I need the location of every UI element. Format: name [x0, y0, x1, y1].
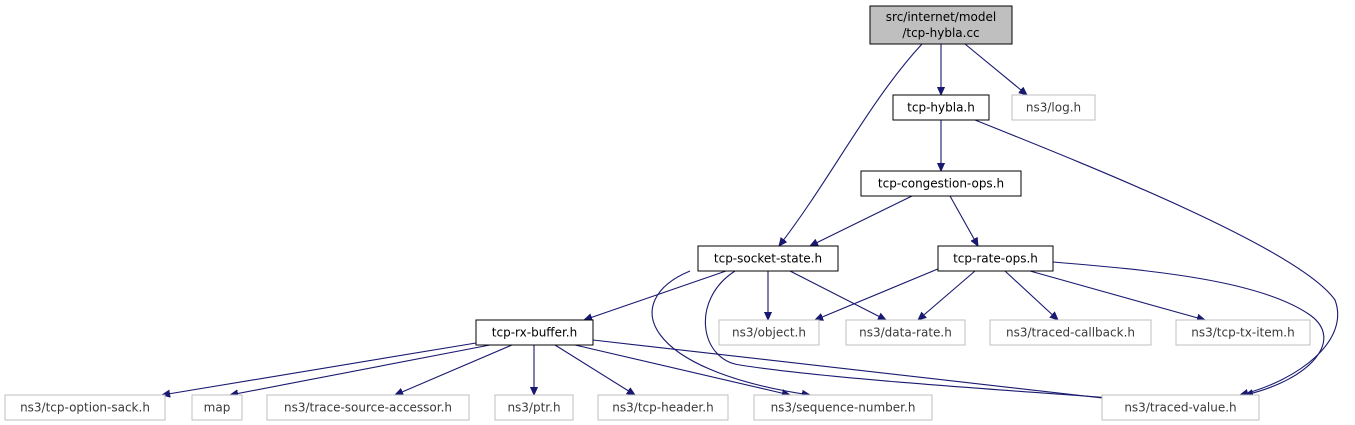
node-ns3-traced-callback-h[interactable]: ns3/traced-callback.h [989, 319, 1152, 346]
edge-tcp-rx-buffer-h-to-map [230, 344, 491, 395]
node-label-line-1: src/internet/model [886, 10, 996, 24]
node-ns3-trace-source-accessor-h[interactable]: ns3/trace-source-accessor.h [266, 394, 470, 421]
node-ns3-tcp-option-sack-h[interactable]: ns3/tcp-option-sack.h [4, 394, 166, 421]
node-label: ns3/sequence-number.h [771, 401, 916, 415]
node-box [1175, 319, 1311, 346]
edge-tcp-rx-buffer-h-to-sequence-number-h [574, 344, 790, 395]
edge-tcp-rx-buffer-h-to-tcp-option-sack-h [162, 342, 477, 395]
edge-tcp-hybla-h-to-traced-value-h [974, 119, 1339, 395]
edge-root-to-log-h [964, 43, 1027, 95]
edge-tcp-rate-ops-h-to-traced-value-h [1052, 261, 1325, 395]
node-ns3-log-h[interactable]: ns3/log.h [1011, 94, 1096, 121]
node-ns3-tcp-header-h[interactable]: ns3/tcp-header.h [597, 394, 729, 421]
node-map[interactable]: map [191, 394, 243, 421]
node-label: ns3/traced-value.h [1124, 401, 1236, 415]
node-label: ns3/tcp-header.h [612, 401, 713, 415]
nodes-layer: src/internet/model /tcp-hybla.cc tcp-hyb… [4, 5, 1311, 421]
node-box [494, 394, 574, 421]
edge-root-to-tcp-socket-state-h [779, 43, 923, 246]
edge-tcp-socket-state-h-to-tcp-rx-buffer-h [584, 270, 727, 320]
edge-tcp-socket-state-h-to-sequence-number-h [651, 270, 810, 395]
edge-tcp-rx-buffer-h-to-traced-value-h [592, 339, 1120, 400]
node-box [191, 394, 243, 421]
node-box [869, 5, 1013, 45]
edge-tcp-congestion-ops-h-to-tcp-socket-state-h [810, 195, 913, 247]
node-tcp-hybla-cc[interactable]: src/internet/model /tcp-hybla.cc [869, 5, 1013, 45]
node-box [597, 394, 729, 421]
edge-tcp-rate-ops-h-to-traced-callback-h [1004, 270, 1058, 320]
node-ns3-traced-value-h[interactable]: ns3/traced-value.h [1101, 394, 1260, 421]
edge-tcp-socket-state-h-to-data-rate-h [789, 270, 886, 320]
edge-tcp-socket-state-h-to-traced-value-h [704, 270, 1140, 400]
edge-tcp-rate-ops-h-to-tcp-tx-item-h [1029, 270, 1205, 320]
node-label: tcp-rate-ops.h [953, 252, 1038, 266]
node-label: ns3/data-rate.h [859, 326, 952, 340]
node-box [753, 394, 933, 421]
node-box [266, 394, 470, 421]
node-label: tcp-rx-buffer.h [492, 326, 577, 340]
edge-tcp-rx-buffer-h-to-tcp-header-h [554, 344, 635, 395]
node-ns3-tcp-tx-item-h[interactable]: ns3/tcp-tx-item.h [1175, 319, 1311, 346]
node-label: ns3/log.h [1026, 101, 1081, 115]
node-label: tcp-congestion-ops.h [878, 177, 1004, 191]
edge-tcp-rate-ops-h-to-data-rate-h [918, 270, 976, 320]
node-ns3-data-rate-h[interactable]: ns3/data-rate.h [845, 319, 966, 346]
edge-tcp-rx-buffer-h-to-trace-source-accessor-h [395, 344, 513, 395]
node-ns3-ptr-h[interactable]: ns3/ptr.h [494, 394, 574, 421]
node-box [845, 319, 966, 346]
edges-layer [162, 43, 1339, 400]
node-ns3-object-h[interactable]: ns3/object.h [718, 319, 820, 346]
node-label: ns3/ptr.h [507, 401, 560, 415]
node-tcp-rx-buffer-h[interactable]: tcp-rx-buffer.h [475, 319, 594, 346]
node-box [718, 319, 820, 346]
node-box [1011, 94, 1096, 121]
node-ns3-sequence-number-h[interactable]: ns3/sequence-number.h [753, 394, 933, 421]
node-label: tcp-socket-state.h [714, 252, 822, 266]
node-box [937, 245, 1054, 272]
node-label: tcp-hybla.h [907, 101, 975, 115]
node-tcp-hybla-h[interactable]: tcp-hybla.h [892, 94, 990, 121]
node-label: ns3/object.h [732, 326, 806, 340]
node-tcp-rate-ops-h[interactable]: tcp-rate-ops.h [937, 245, 1054, 272]
node-label: ns3/tcp-tx-item.h [1191, 326, 1294, 340]
node-label: ns3/trace-source-accessor.h [284, 401, 452, 415]
node-tcp-congestion-ops-h[interactable]: tcp-congestion-ops.h [860, 170, 1022, 197]
node-label: map [204, 401, 231, 415]
node-label-line-2: /tcp-hybla.cc [902, 26, 979, 40]
edge-tcp-rate-ops-h-to-object-h [815, 265, 946, 320]
node-box [860, 170, 1022, 197]
node-label: ns3/tcp-option-sack.h [20, 401, 150, 415]
node-box [1101, 394, 1260, 421]
node-box [892, 94, 990, 121]
node-box [989, 319, 1152, 346]
node-box [697, 245, 839, 272]
node-label: ns3/traced-callback.h [1006, 326, 1135, 340]
node-box [4, 394, 166, 421]
node-tcp-socket-state-h[interactable]: tcp-socket-state.h [697, 245, 839, 272]
edge-tcp-congestion-ops-h-to-tcp-rate-ops-h [949, 195, 978, 246]
node-box [475, 319, 594, 346]
